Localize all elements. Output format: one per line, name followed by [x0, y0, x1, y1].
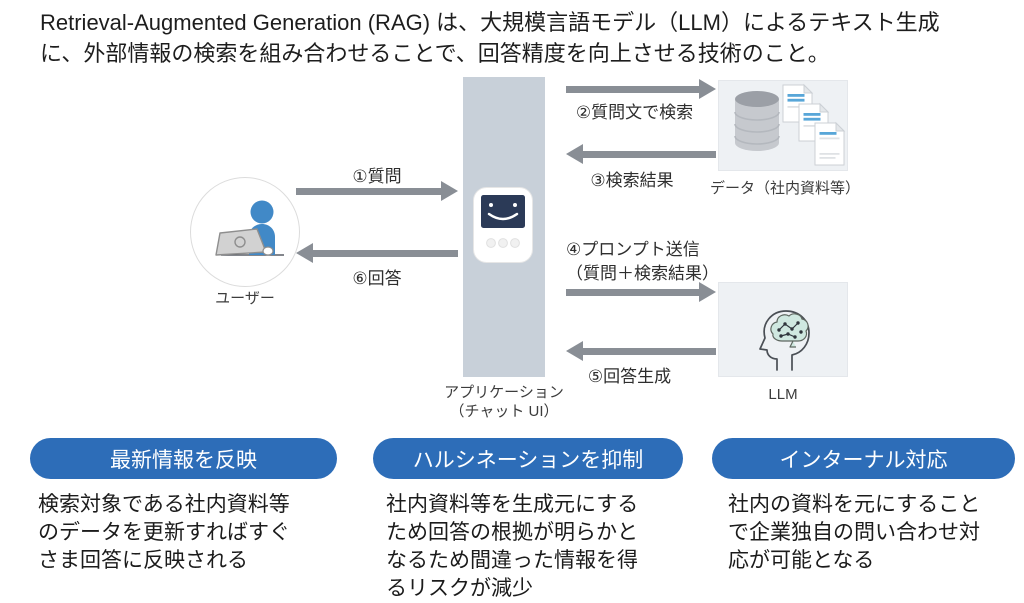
- benefit-pill-internal: インターナル対応: [712, 438, 1015, 479]
- benefit-pill-label: ハルシネーションを抑制: [412, 448, 644, 472]
- arrow-search-query: [566, 79, 716, 99]
- application-label: アプリケーション （チャット UI）: [444, 384, 564, 420]
- arrow-prompt: [566, 282, 716, 302]
- flow-label-generate-answer: ⑤回答生成: [587, 367, 672, 386]
- benefit-description-latest-info: 検索対象である社内資料等 のデータを更新すればすぐ さま回答に反映される: [38, 493, 290, 572]
- arrow-search-results: [566, 144, 716, 164]
- llm-label: LLM: [768, 386, 798, 403]
- benefit-pill-label: インターナル対応: [779, 448, 948, 472]
- flow-label-question: ①質問: [352, 167, 402, 186]
- user-node: [190, 177, 300, 287]
- user-label: ユーザー: [215, 290, 275, 307]
- flow-label-search-query: ②質問文で検索: [575, 103, 694, 122]
- database-documents-icon: [734, 83, 846, 166]
- llm-node: [718, 282, 848, 377]
- benefit-pill-latest-info: 最新情報を反映: [30, 438, 337, 479]
- chat-bot-icon: [473, 187, 533, 263]
- arrow-answer: [296, 243, 458, 263]
- benefit-pill-hallucination: ハルシネーションを抑制: [373, 438, 683, 479]
- flow-label-answer: ⑥回答: [352, 269, 402, 288]
- brain-head-icon: [759, 310, 810, 371]
- flow-label-search-results: ③検索結果: [590, 171, 674, 190]
- data-store-label: データ（社内資料等）: [709, 180, 860, 197]
- benefit-description-internal: 社内の資料を元にすること で企業独自の問い合わせ対 応が可能となる: [728, 493, 981, 572]
- benefit-pill-label: 最新情報を反映: [110, 448, 257, 472]
- benefit-description-hallucination: 社内資料等を生成元にする ため回答の根拠が明らかと なるため間違った情報を得 る…: [386, 493, 639, 600]
- person-laptop-icon: [215, 200, 284, 256]
- data-store-node: [718, 80, 848, 171]
- flow-label-prompt: ④プロンプト送信 （質問＋検索結果）: [566, 240, 719, 283]
- page-title: Retrieval-Augmented Generation (RAG) は、大…: [40, 10, 940, 66]
- arrow-generate-answer: [566, 341, 716, 361]
- arrow-question: [296, 181, 458, 201]
